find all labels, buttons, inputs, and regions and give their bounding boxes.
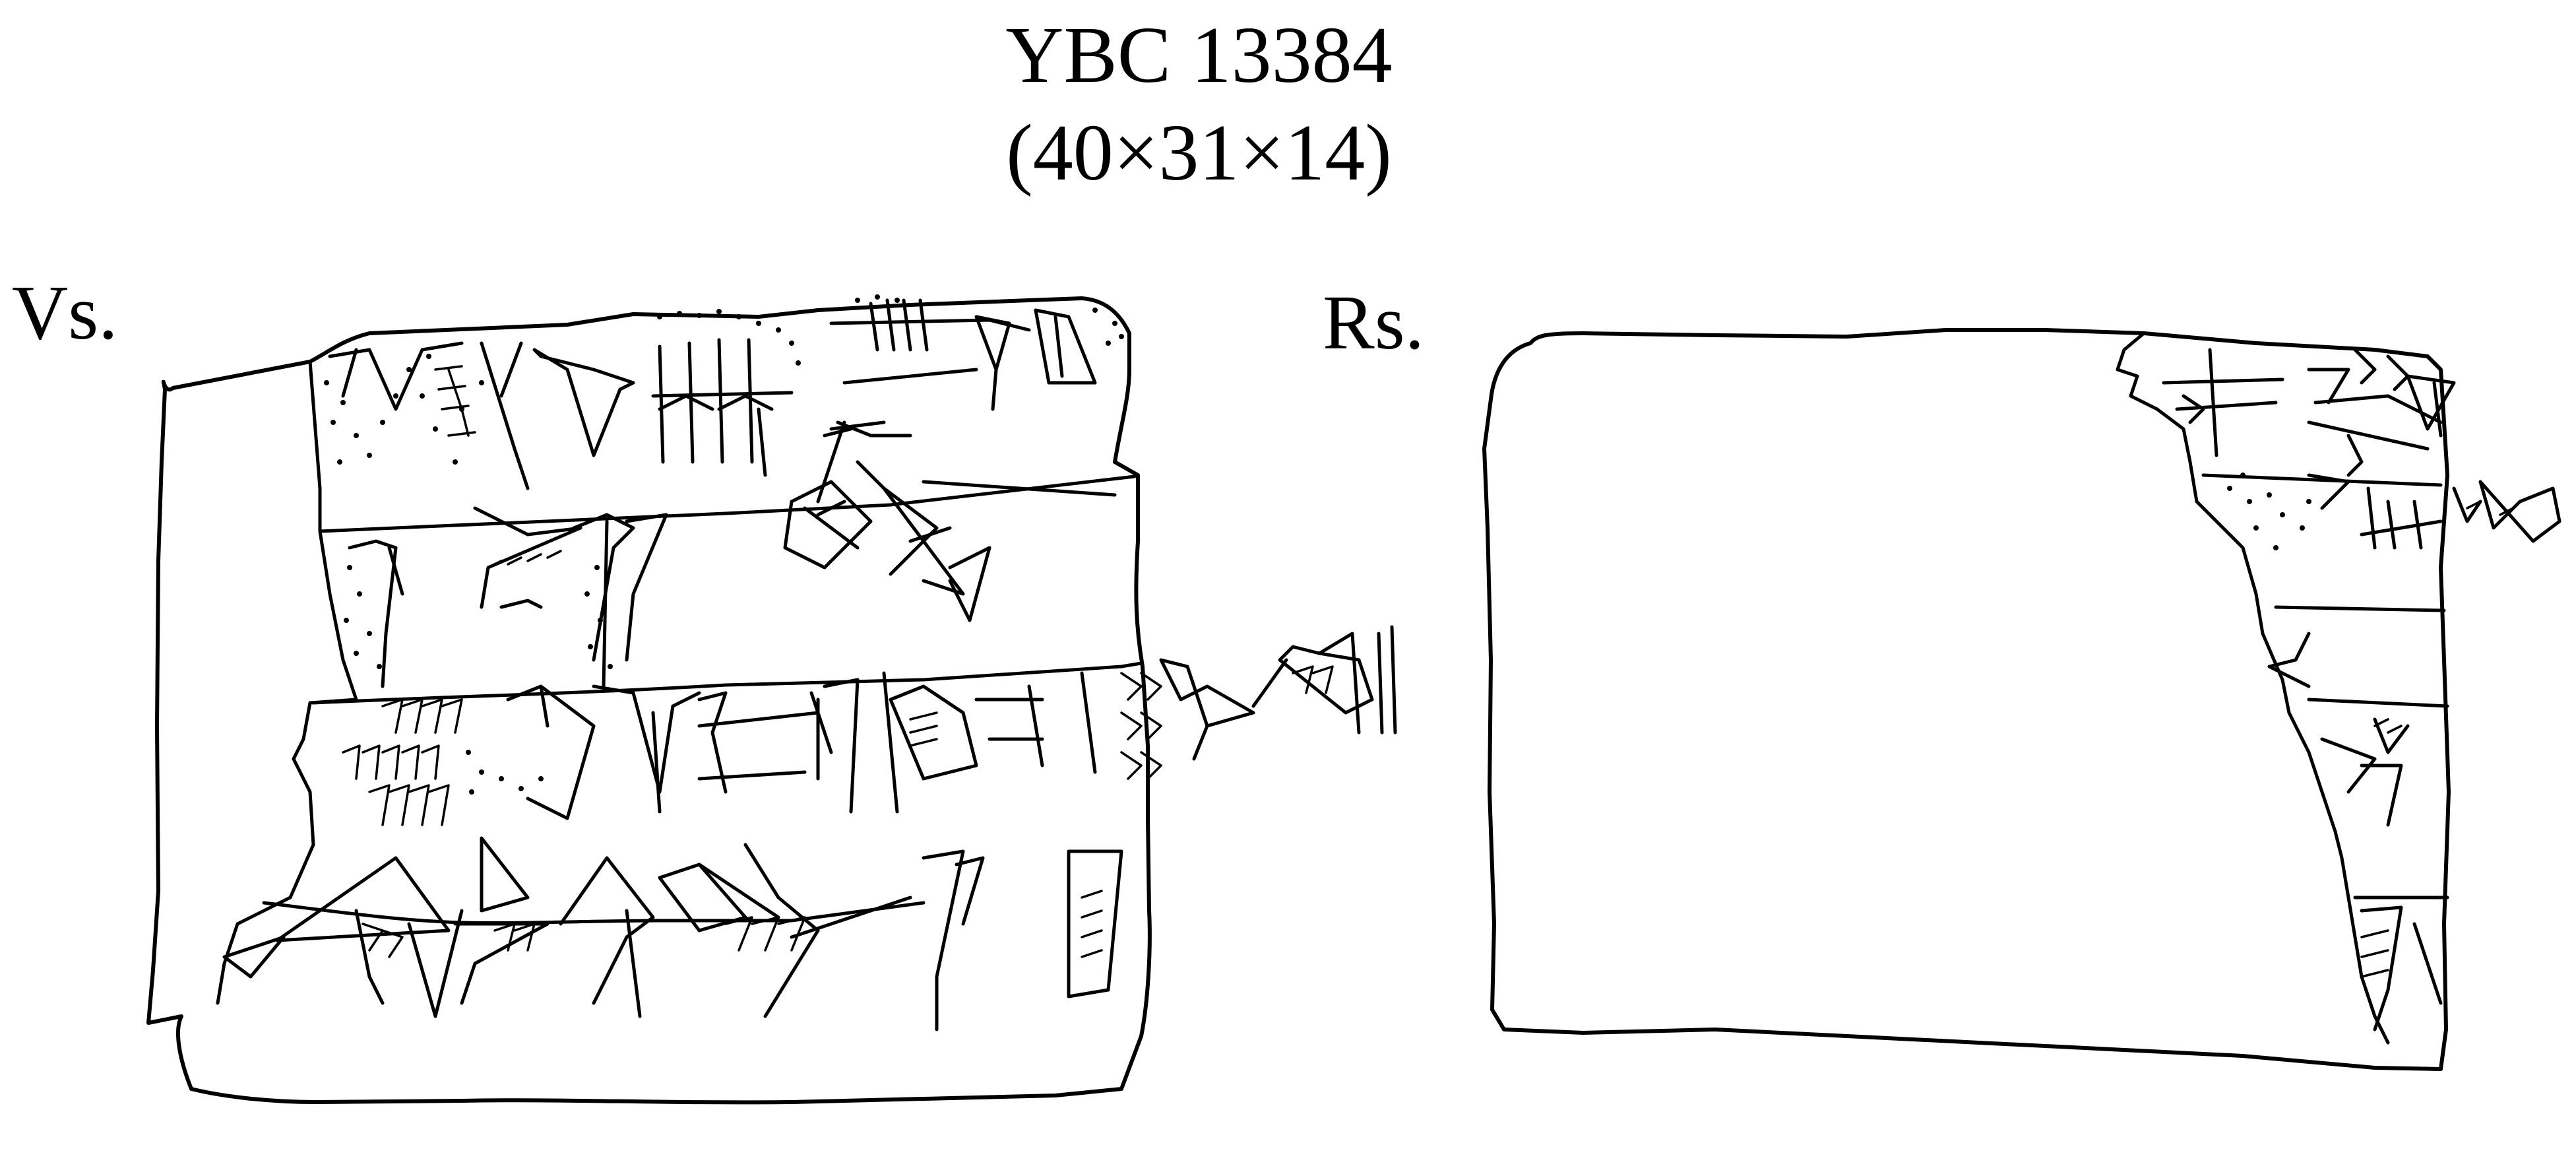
tablet-dimensions: (40×31×14): [1006, 108, 1392, 197]
reverse-signs: [2162, 348, 2561, 1031]
obverse-tablet: [146, 294, 1397, 1105]
reverse-tablet: [1482, 328, 2561, 1071]
obverse-line-2-signs: [348, 420, 1117, 688]
reverse-ruling-3: [2307, 698, 2449, 708]
obverse-outline: [146, 296, 1152, 1105]
obverse-ruling-2: [311, 661, 1143, 705]
reverse-damage-stipple: [2227, 473, 2311, 550]
obverse-edge-overflow-signs: [1120, 625, 1397, 780]
obverse-line-1-signs: [328, 298, 1097, 504]
obverse-ruling-1: [318, 474, 1137, 533]
tablet-catalog-number: YBC 13384: [1005, 11, 1393, 100]
obverse-label: Vs.: [12, 269, 118, 356]
obverse-left-edge: [216, 360, 358, 1005]
obverse-damage-stipple: [324, 294, 1124, 795]
obverse-line-3-signs: [342, 671, 1097, 826]
reverse-ruling-2: [2274, 605, 2446, 612]
obverse-line-4-signs: [222, 836, 1123, 1031]
reverse-label: Rs.: [1323, 279, 1425, 366]
tablet-heading: YBC 13384 (40×31×14): [0, 7, 2398, 202]
reverse-outline: [1482, 328, 2451, 1071]
obverse-ruling-3: [262, 901, 926, 925]
reverse-break-edge: [2116, 331, 2390, 1045]
